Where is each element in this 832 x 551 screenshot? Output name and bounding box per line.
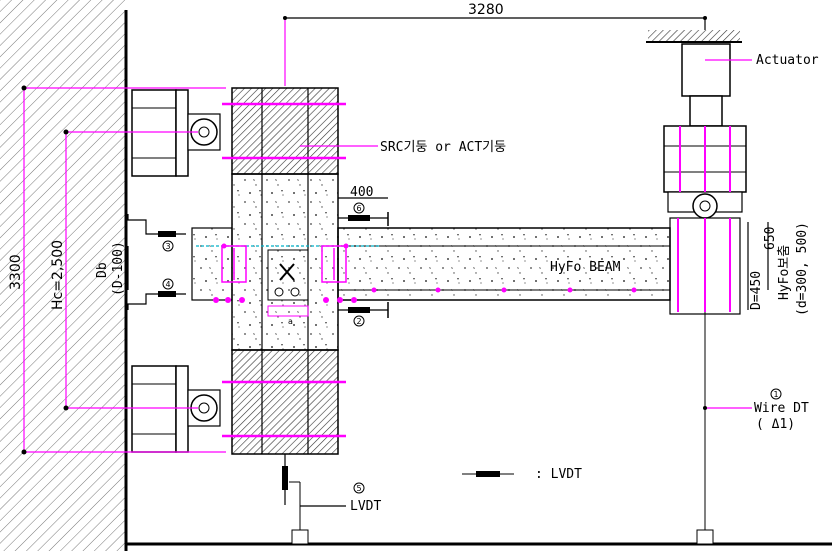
marker-4: 4 bbox=[166, 280, 171, 289]
marker-2: 2 bbox=[357, 317, 362, 326]
lvdt-legend-icon bbox=[462, 471, 514, 477]
marker-3: 3 bbox=[166, 242, 171, 251]
top-pin-support bbox=[131, 89, 221, 177]
depth-450-label: D=450 bbox=[749, 271, 764, 310]
actuator-label: Actuator bbox=[756, 53, 819, 68]
marker-6: 6 bbox=[357, 204, 362, 213]
legend-lvdt-label: : LVDT bbox=[535, 467, 582, 482]
dim-a-label: a bbox=[288, 317, 293, 326]
lvdt-label: LVDT bbox=[350, 499, 381, 514]
actuator-body bbox=[681, 43, 731, 97]
hyfo-label: HyFo보춤 bbox=[777, 245, 792, 300]
wire-dt-sub-label: ( Δ1) bbox=[756, 417, 795, 432]
lvdt-6-upper bbox=[338, 202, 389, 226]
offset-400-label: 400 bbox=[350, 185, 373, 200]
actuator-support bbox=[648, 30, 740, 42]
rebar-dots bbox=[213, 243, 637, 303]
db-sub-label: (D-100) bbox=[111, 241, 126, 296]
svg-text:4: 4 bbox=[166, 280, 171, 289]
lvdt-4 bbox=[127, 278, 186, 310]
svg-text:1: 1 bbox=[774, 390, 779, 399]
depth-650-label: 650 bbox=[763, 227, 778, 250]
column-lower-steel bbox=[231, 349, 339, 455]
height-3300-label: 3300 bbox=[8, 254, 24, 290]
beam-label: HyFo BEAM bbox=[550, 260, 621, 275]
joint-center-icon bbox=[267, 249, 309, 317]
svg-text:5: 5 bbox=[357, 484, 362, 493]
dimension-lines bbox=[23, 17, 769, 507]
lvdt-2 bbox=[338, 302, 389, 327]
svg-text:3: 3 bbox=[166, 242, 171, 251]
actuator-rod bbox=[689, 95, 723, 127]
svg-text:6: 6 bbox=[357, 204, 362, 213]
bottom-pin-support bbox=[131, 365, 221, 453]
reaction-wall bbox=[0, 0, 126, 551]
left-stub bbox=[191, 227, 233, 301]
column-joint-concrete bbox=[231, 173, 339, 351]
lvdt-5-bottom bbox=[282, 454, 309, 545]
db-label: Db bbox=[95, 262, 110, 278]
column-label: SRC기둥 or ACT기둥 bbox=[380, 140, 506, 155]
marker-5: 5 bbox=[353, 482, 365, 494]
lvdt-3 bbox=[127, 214, 186, 252]
hyfo-sub-label: (d=300, 500) bbox=[795, 222, 810, 316]
svg-text:2: 2 bbox=[357, 317, 362, 326]
actuator-bolts bbox=[677, 126, 731, 312]
joint-stirrups bbox=[221, 245, 347, 283]
column-upper-steel bbox=[231, 87, 339, 175]
column-bolts bbox=[222, 102, 346, 438]
wire-dt-label: Wire DT bbox=[754, 401, 809, 416]
hc-label: Hc=2,500 bbox=[50, 240, 66, 310]
marker-1: 1 bbox=[770, 388, 782, 400]
wire-dt bbox=[696, 312, 714, 545]
span-dimension: 3280 bbox=[468, 2, 504, 18]
